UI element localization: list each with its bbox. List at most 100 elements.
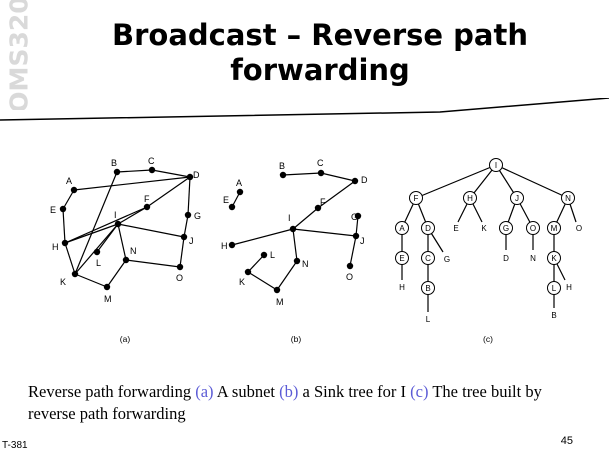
node-label: E [223, 195, 229, 205]
figure-caption: Reverse path forwarding (a) A subnet (b)… [28, 381, 588, 425]
footer-code: T-381 [2, 440, 28, 451]
node-dot [279, 171, 287, 179]
tree-leaf-label: H [399, 283, 405, 292]
node-dot [351, 177, 359, 185]
node-dot [354, 212, 362, 220]
node-label: M [276, 297, 284, 307]
panel-c-circles [395, 158, 575, 295]
node-label: F [320, 197, 326, 207]
node-dot [289, 225, 297, 233]
node-label: D [361, 175, 368, 185]
node-dot [180, 233, 188, 241]
node-label: N [302, 259, 309, 269]
node-label: A [66, 176, 72, 186]
tree-node-label: N [565, 194, 571, 203]
node-label: O [346, 272, 353, 282]
tree-leaf-label: O [576, 224, 582, 233]
slide-title: Broadcast – Reverse path forwarding [60, 18, 580, 88]
node-label: K [60, 277, 66, 287]
node-label: M [104, 294, 112, 304]
tree-leaf-label: L [426, 315, 431, 324]
panel-a-subnet [62, 169, 191, 288]
node-label: A [236, 178, 242, 188]
node-dot [260, 251, 268, 259]
node-dot [228, 203, 236, 211]
node-label: O [176, 273, 183, 283]
node-label: E [50, 205, 56, 215]
node-label: G [194, 211, 201, 221]
panel-b-sink-tree [231, 172, 359, 291]
tree-node-label: H [467, 194, 473, 203]
tree-node-label: M [551, 224, 558, 233]
node-dot [228, 241, 236, 249]
tree-leaf-label: K [481, 224, 487, 233]
panel-caption-b: (b) [291, 334, 302, 344]
node-label: N [130, 246, 137, 256]
tree-node-label: C [425, 254, 431, 263]
node-label: K [239, 277, 245, 287]
node-dot [122, 256, 130, 264]
node-dot [184, 211, 192, 219]
panel-b-labels: A B C D E F G H I J K L M N O [221, 158, 368, 307]
node-dot [70, 186, 78, 194]
node-dot [317, 169, 325, 177]
panel-a-labels: A B C D E F G H I J K L M N O [50, 156, 201, 304]
node-dot [314, 204, 322, 212]
panel-b-nodes [228, 169, 362, 294]
node-dot [352, 232, 360, 240]
tree-leaf-label: G [444, 255, 450, 264]
node-dot [293, 257, 301, 265]
node-label: H [52, 242, 59, 252]
tree-leaf-label: E [453, 224, 458, 233]
tree-node-label: L [552, 284, 557, 293]
tree-node-label: F [414, 194, 419, 203]
node-dot [71, 270, 79, 278]
tree-node-label: G [503, 224, 509, 233]
caption-ref-a: (a) [195, 382, 214, 401]
course-logo: COMS3200 [0, 0, 38, 110]
node-label: J [189, 236, 194, 246]
panel-caption-a: (a) [120, 334, 131, 344]
caption-text-4: The tree built by reverse path forwardin… [28, 382, 542, 423]
node-dot [346, 262, 354, 270]
tree-leaf-label: H [566, 283, 572, 292]
node-label: C [317, 158, 324, 168]
tree-node-label: B [425, 284, 430, 293]
panel-c-labels: I F H J N A D G O M E C K B L [399, 161, 571, 293]
title-line-2: forwarding [230, 53, 410, 87]
node-dot [148, 166, 156, 174]
node-dot [113, 168, 121, 176]
caption-text-1: Reverse path forwarding [28, 382, 196, 401]
title-line-1: Broadcast – Reverse path [112, 18, 528, 52]
page-number: 45 [560, 435, 573, 447]
panel-c-leaf-labels: E K D N O G H B L H [399, 224, 582, 324]
panel-a-nodes [59, 166, 194, 291]
node-label: D [193, 170, 200, 180]
tree-leaf-label: D [503, 254, 509, 263]
node-dot [186, 173, 194, 181]
tree-node-label: A [399, 224, 405, 233]
node-dot [236, 188, 244, 196]
tree-node-label: J [515, 194, 519, 203]
node-dot [93, 248, 101, 256]
routing-figure: A B C D E F G H I J K L M N O A B C D E … [50, 156, 582, 344]
logo-text: COMS3200 [4, 0, 34, 110]
node-dot [244, 268, 252, 276]
tree-leaf-label: N [530, 254, 536, 263]
node-label: I [114, 210, 117, 220]
node-dot [61, 239, 69, 247]
caption-ref-c: (c) [410, 382, 429, 401]
caption-text-2: A subnet [213, 382, 280, 401]
node-dot [59, 205, 67, 213]
tree-node-label: O [530, 224, 536, 233]
tree-node-label: K [551, 254, 557, 263]
node-dot [114, 220, 122, 228]
node-label: L [270, 250, 275, 260]
tree-node-label: I [495, 161, 497, 170]
node-label: C [148, 156, 155, 166]
node-label: G [351, 212, 358, 222]
caption-text-3: a Sink tree for I [298, 382, 411, 401]
tree-leaf-label: B [551, 311, 556, 320]
node-label: J [360, 236, 365, 246]
